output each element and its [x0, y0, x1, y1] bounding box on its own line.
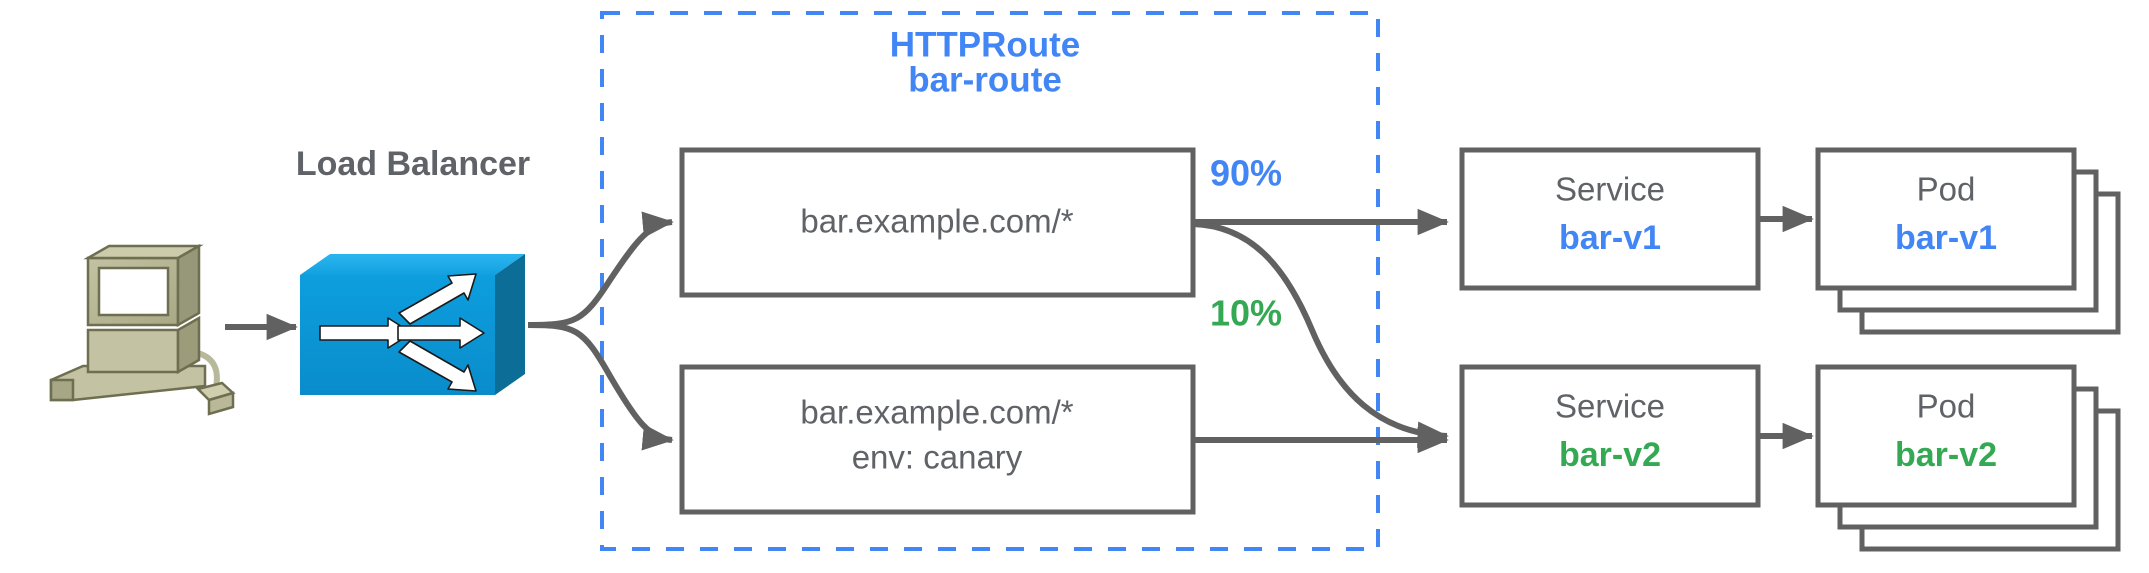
weight-label-10: 10% [1210, 293, 1282, 334]
computer-workstation-icon [49, 243, 236, 416]
service-bar-v1[interactable]: Service bar-v1 [1459, 147, 1761, 291]
weight-label-90: 90% [1210, 153, 1282, 194]
pod-stack-bar-v2[interactable]: Pod bar-v2 [1815, 364, 2121, 552]
httproute-rule-canary[interactable]: bar.example.com/* env: canary [679, 364, 1196, 515]
service-v2-name-label: bar-v2 [1559, 436, 1661, 474]
pod-v1-name-label: bar-v1 [1895, 219, 1997, 257]
load-balancer-label: Load Balancer [296, 145, 530, 183]
edge-rule-primary-to-service-v2 [1192, 221, 1449, 448]
pod-stack-bar-v1[interactable]: Pod bar-v1 [1815, 147, 2121, 335]
service-v1-name-label: bar-v1 [1559, 219, 1661, 257]
edge-lb-to-rule-primary [527, 211, 674, 328]
rule-canary-match-text: bar.example.com/* [800, 394, 1073, 431]
pod-replica-front [1815, 147, 2077, 291]
edge-lb-to-rule-canary [527, 322, 674, 451]
service-bar-v2[interactable]: Service bar-v2 [1459, 364, 1761, 508]
rule-canary-header-text: env: canary [852, 439, 1023, 476]
network-switch-icon [300, 254, 525, 395]
service-v2-kind-label: Service [1555, 388, 1665, 425]
pod-replica-front [1815, 364, 2077, 508]
rule-primary-match-text: bar.example.com/* [800, 203, 1073, 240]
service-v1-kind-label: Service [1555, 171, 1665, 208]
httproute-kind-label: HTTPRoute [890, 25, 1081, 64]
httproute-boundary [600, 11, 1380, 551]
httproute-rule-primary[interactable]: bar.example.com/* [679, 147, 1196, 298]
pod-v1-kind-label: Pod [1917, 171, 1976, 208]
pod-v2-kind-label: Pod [1917, 388, 1976, 425]
pod-v2-name-label: bar-v2 [1895, 436, 1997, 474]
httproute-name-label: bar-route [908, 60, 1062, 99]
